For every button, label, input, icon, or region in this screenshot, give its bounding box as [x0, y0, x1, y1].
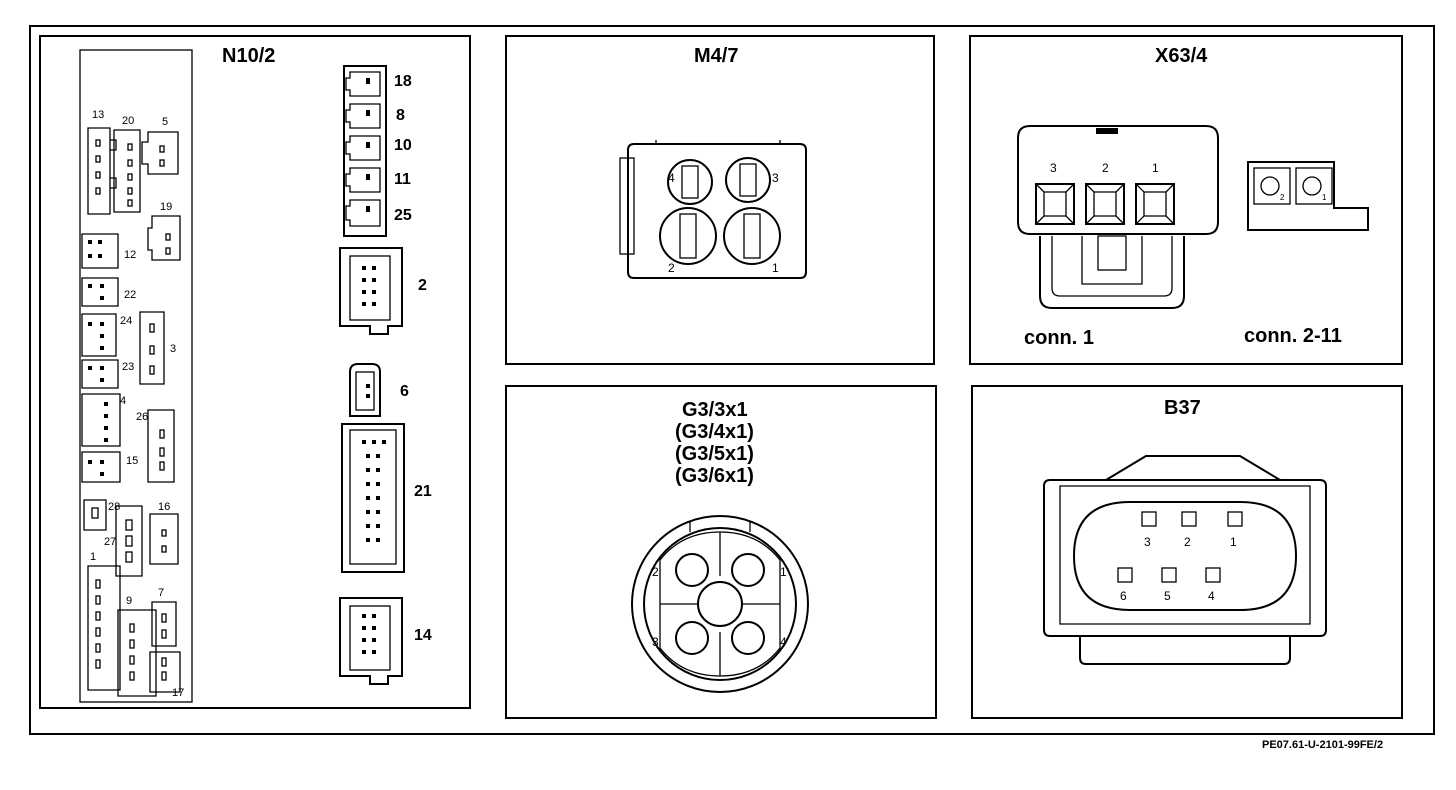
m4-7-pin-3: 3 [772, 171, 779, 185]
g3-title-line-4: (G3/6x1) [675, 465, 754, 487]
lbl-9: 9 [126, 595, 132, 607]
x63-4-conn1-label: conn. 1 [1024, 327, 1094, 349]
x63-4-pin-3: 3 [1050, 161, 1057, 175]
lbl-r8: 8 [396, 107, 405, 124]
panel-g3: G3/3x1 (G3/4x1) (G3/5x1) (G3/6x1) 2 1 3 … [505, 385, 937, 719]
n10-2-left-labels: 13 20 5 19 12 22 24 3 23 4 26 15 28 16 2… [90, 109, 184, 699]
lbl-24: 24 [120, 315, 132, 327]
x63-4-pin-1: 1 [1152, 161, 1159, 175]
b37-pin-4: 4 [1208, 589, 1215, 603]
panel-n10-2-title: N10/2 [222, 45, 275, 67]
b37-pin-3: 3 [1144, 535, 1151, 549]
lbl-16: 16 [158, 501, 170, 513]
lbl-4: 4 [120, 395, 126, 407]
panel-x63-4: X63/4 3 2 1 2 1 conn. 1 conn. 2-11 [969, 35, 1403, 365]
lbl-28: 28 [108, 501, 120, 513]
x63-4-conn1 [1017, 125, 1219, 309]
n10-2-left-connectors [81, 127, 181, 697]
lbl-15: 15 [126, 455, 138, 467]
g3-pin-1: 1 [780, 565, 787, 579]
x63-4-conn2-pin-2: 2 [1280, 193, 1285, 202]
g3-pin-3: 3 [652, 635, 659, 649]
lbl-r18: 18 [394, 73, 412, 90]
b37-pin-2: 2 [1184, 535, 1191, 549]
panel-m4-7-title: M4/7 [694, 45, 738, 67]
footer-code: PE07.61-U-2101-99FE/2 [1262, 739, 1383, 751]
g3-connector [631, 515, 809, 693]
x63-4-conn2-pin-1: 1 [1322, 193, 1327, 202]
n10-2-board [79, 49, 193, 703]
panel-g3-border [505, 385, 937, 719]
b37-pin-6: 6 [1120, 589, 1127, 603]
b37-connector [1043, 455, 1327, 665]
x63-4-conn2 [1247, 161, 1369, 231]
lbl-19: 19 [160, 201, 172, 213]
g3-title-line-2: (G3/4x1) [675, 421, 754, 443]
lbl-7: 7 [158, 587, 164, 599]
g3-pin-2: 2 [652, 565, 659, 579]
g3-title-line-3: (G3/5x1) [675, 443, 754, 465]
panel-m4-7-border [505, 35, 935, 365]
m4-7-pin-4: 4 [668, 171, 675, 185]
lbl-r10: 10 [394, 137, 412, 154]
lbl-26: 26 [136, 411, 148, 423]
lbl-3: 3 [170, 343, 176, 355]
b37-pin-5: 5 [1164, 589, 1171, 603]
lbl-12: 12 [124, 249, 136, 261]
lbl-r6: 6 [400, 383, 409, 400]
lbl-22: 22 [124, 289, 136, 301]
m4-7-pin-2: 2 [668, 261, 675, 275]
panel-x63-4-border [969, 35, 1403, 365]
n10-2-right-labels: 18 8 10 11 25 2 6 21 14 [394, 73, 432, 644]
lbl-1: 1 [90, 551, 96, 563]
n10-2-right-connectors [339, 65, 405, 685]
outer-frame [29, 25, 1435, 735]
panel-b37: B37 3 2 1 6 5 4 [971, 385, 1403, 719]
lbl-r21: 21 [414, 483, 432, 500]
g3-title-line-1: G3/3x1 [682, 399, 748, 421]
lbl-23: 23 [122, 361, 134, 373]
x63-4-pin-2: 2 [1102, 161, 1109, 175]
lbl-r25: 25 [394, 207, 412, 224]
b37-pin-1: 1 [1230, 535, 1237, 549]
lbl-17: 17 [172, 687, 184, 699]
x63-4-conn2-label: conn. 2-11 [1244, 325, 1342, 347]
lbl-r2: 2 [418, 277, 427, 294]
panel-b37-border [971, 385, 1403, 719]
panel-m4-7: M4/7 4 3 2 1 [505, 35, 935, 365]
panel-n10-2-border [39, 35, 471, 709]
lbl-13: 13 [92, 109, 104, 121]
panel-x63-4-title: X63/4 [1155, 45, 1208, 67]
m4-7-pin-1: 1 [772, 261, 779, 275]
lbl-r14: 14 [414, 627, 432, 644]
lbl-r11: 11 [394, 171, 411, 188]
m4-7-connector [619, 140, 807, 279]
x63-4-pin-boxes [1035, 183, 1175, 225]
lbl-20: 20 [122, 115, 134, 127]
panel-b37-title: B37 [1164, 397, 1201, 419]
g3-pin-4: 4 [780, 635, 787, 649]
lbl-27: 27 [104, 536, 116, 548]
panel-n10-2: N10/2 [39, 35, 471, 709]
lbl-5: 5 [162, 116, 168, 128]
